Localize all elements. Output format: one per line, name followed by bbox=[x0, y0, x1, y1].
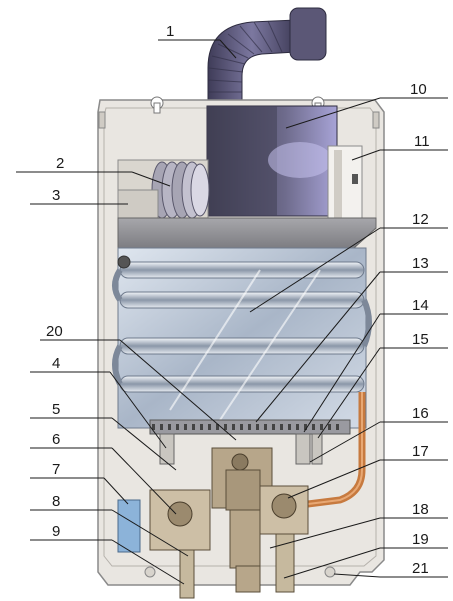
cold-water-inlet-pipe bbox=[235, 565, 261, 593]
callout-16: 16 bbox=[412, 405, 429, 422]
callout-14: 14 bbox=[412, 297, 429, 314]
callout-19: 19 bbox=[412, 531, 429, 548]
hot-water-outlet-pipe bbox=[275, 533, 295, 593]
callout-6: 6 bbox=[52, 431, 60, 448]
fan-housing bbox=[206, 105, 338, 217]
callout-9: 9 bbox=[52, 523, 60, 540]
callout-2: 2 bbox=[56, 155, 64, 172]
callout-3: 3 bbox=[52, 187, 60, 204]
burner-assembly bbox=[149, 419, 351, 465]
callout-18: 18 bbox=[412, 501, 429, 518]
callout-1: 1 bbox=[166, 23, 174, 40]
callout-20: 20 bbox=[46, 323, 63, 340]
callout-11: 11 bbox=[414, 133, 430, 150]
callout-labels: 1 2 3 20 4 5 6 7 8 9 10 11 12 13 14 15 1… bbox=[46, 23, 430, 577]
callout-10: 10 bbox=[410, 81, 427, 98]
side-sensor-block bbox=[117, 189, 159, 221]
battery-box bbox=[117, 499, 141, 553]
gas-inlet-pipe bbox=[179, 549, 195, 599]
callout-8: 8 bbox=[52, 493, 60, 510]
flue-elbow-pipe bbox=[207, 7, 327, 107]
callout-4: 4 bbox=[52, 355, 60, 372]
leader-lines bbox=[16, 39, 448, 585]
gas-water-valve-assembly bbox=[149, 447, 309, 569]
flue-hood bbox=[117, 217, 377, 249]
callout-13: 13 bbox=[412, 255, 429, 272]
callout-5: 5 bbox=[52, 401, 60, 418]
callout-7: 7 bbox=[52, 461, 60, 478]
copper-water-pipe bbox=[299, 392, 366, 509]
mounting-keyhole-left bbox=[150, 96, 164, 114]
overheat-sensor-box bbox=[327, 145, 363, 227]
heat-exchanger bbox=[112, 247, 372, 429]
callout-15: 15 bbox=[412, 331, 429, 348]
callout-12: 12 bbox=[412, 211, 429, 228]
callout-21: 21 bbox=[412, 560, 429, 577]
callout-17: 17 bbox=[412, 443, 429, 460]
